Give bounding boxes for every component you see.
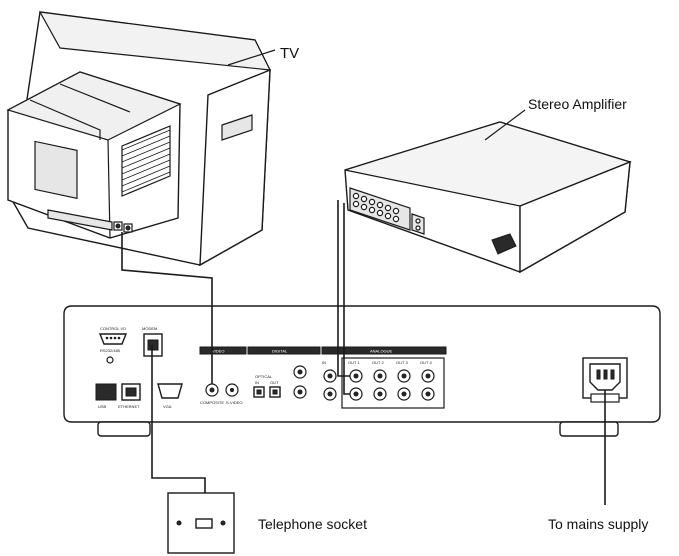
amplifier-input-sockets [352,192,400,223]
control-io-port [98,333,128,345]
amplifier-label: Stereo Amplifier [528,96,627,112]
analogue-outputs-frame [341,357,445,409]
analogue-in-label: IN [322,360,326,365]
socket-screw-right [220,520,226,526]
analogue-header: ANALOGUE [370,349,393,354]
digital-header: DIGITAL [272,349,288,354]
socket-screw-left [176,520,182,526]
amplifier-leader-line [484,109,526,141]
out3-label: OUT 3 [396,360,408,365]
main-unit-rear-panel: CONTROL I/O RS232/485 MODEM USB ETHERNET… [63,305,661,437]
composite-label: COMPOSITE [200,400,224,405]
usb-port [95,383,117,401]
control-io-label: CONTROL I/O [100,326,126,331]
foot-right [559,421,619,437]
optical-out-label: OUT [270,380,279,385]
video-header-bar [199,346,247,355]
vga-port [157,383,183,399]
foot-left [97,421,151,437]
out4-label: OUT 4 [420,360,432,365]
analogue-header-bar [321,346,447,355]
rs232-screw [106,356,114,364]
out1-label: OUT 1 [348,360,360,365]
svideo-label: S-VIDEO [226,400,242,405]
telephone-socket [167,492,235,554]
modem-label: MODEM [142,326,157,331]
optical-label: OPTICAL [255,374,273,379]
video-header: VIDEO [212,349,224,354]
tv-video-cable [121,232,213,384]
digital-header-bar [247,346,321,355]
tv-illustration [6,11,272,267]
telephone-socket-label: Telephone socket [258,516,367,532]
amplifier-left-cable [337,200,350,377]
analogue-sockets [323,369,435,401]
tv-label: TV [280,45,299,62]
optical-in-label: IN [255,380,259,385]
mains-supply-label: To mains supply [548,516,648,532]
usb-label: USB [98,404,107,409]
tv-vent-grill [121,125,171,197]
rs232-label: RS232/485 [100,348,121,353]
amplifier-right-cable [343,203,350,395]
tv-leader-line [227,49,276,66]
ethernet-label: ETHERNET [118,404,140,409]
out2-label: OUT 2 [372,360,384,365]
vga-label: VGA [163,404,172,409]
amplifier-illustration [344,121,632,274]
